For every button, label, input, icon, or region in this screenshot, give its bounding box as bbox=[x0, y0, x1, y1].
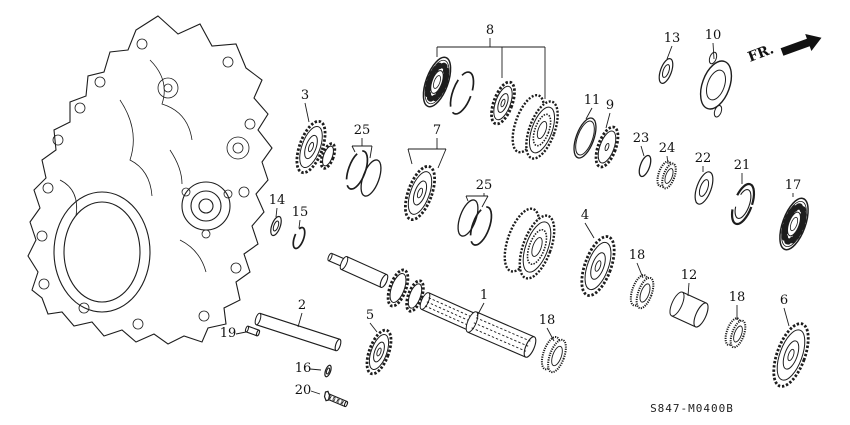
gear-part8 bbox=[490, 80, 516, 126]
snap-ring-part25-1 bbox=[345, 150, 369, 190]
bearing-part24 bbox=[656, 160, 677, 190]
part-callout-14[interactable]: 14 bbox=[269, 193, 286, 208]
part-callout-4[interactable]: 4 bbox=[581, 208, 589, 223]
mainshaft-front bbox=[339, 256, 389, 289]
part-callout-5[interactable]: 5 bbox=[366, 308, 374, 323]
part-callout-13[interactable]: 13 bbox=[664, 31, 681, 46]
synchro-sleeve-part8 bbox=[511, 93, 559, 160]
ring-part25-3 bbox=[457, 199, 479, 237]
bolt-part20 bbox=[323, 390, 349, 408]
part-callout-6[interactable]: 6 bbox=[780, 293, 788, 308]
fr-direction-indicator: FR. bbox=[746, 34, 822, 66]
needle-bearing-part18-1 bbox=[629, 274, 655, 310]
housing-bearing-bore bbox=[198, 198, 214, 214]
gear-part6 bbox=[772, 322, 810, 388]
synchro-ring-part9 bbox=[594, 125, 620, 169]
part-callout-23[interactable]: 23 bbox=[633, 131, 650, 146]
part-callout-18[interactable]: 18 bbox=[729, 290, 746, 305]
mainshaft-spline-end-part1 bbox=[465, 311, 537, 358]
part-callout-18[interactable]: 18 bbox=[629, 248, 646, 263]
part-callout-7[interactable]: 7 bbox=[433, 123, 441, 138]
needle-bearing-part18-3 bbox=[540, 335, 567, 374]
part-callout-3[interactable]: 3 bbox=[301, 88, 309, 103]
washer-part16 bbox=[324, 364, 332, 378]
part-callout-11[interactable]: 11 bbox=[584, 93, 601, 108]
snap-ring-part8 bbox=[449, 71, 475, 115]
fr-label: FR. bbox=[746, 41, 776, 65]
part-callout-1[interactable]: 1 bbox=[480, 288, 488, 303]
part-callout-18[interactable]: 18 bbox=[539, 313, 556, 328]
needle-bearing-part18-2 bbox=[724, 317, 747, 349]
callout-layer: 1234567891011121314151617181818192021222… bbox=[220, 23, 802, 398]
ring-part13 bbox=[658, 58, 674, 84]
synchro-hub-assembly bbox=[503, 207, 556, 280]
part-callout-16[interactable]: 16 bbox=[295, 361, 312, 376]
ring-part23 bbox=[638, 154, 652, 178]
part-callout-21[interactable]: 21 bbox=[734, 158, 751, 173]
mainshaft-gear-small bbox=[405, 279, 425, 313]
ball-bearing-part17 bbox=[779, 197, 809, 251]
part-callout-25[interactable]: 25 bbox=[354, 123, 371, 138]
part-callout-17[interactable]: 17 bbox=[785, 178, 802, 193]
housing-side-opening-inner bbox=[63, 201, 141, 303]
part-callout-10[interactable]: 10 bbox=[705, 28, 722, 43]
housing-side-opening bbox=[53, 191, 151, 313]
mainshaft-gear-large bbox=[386, 268, 410, 308]
ring-part11 bbox=[573, 117, 597, 159]
part-callout-15[interactable]: 15 bbox=[292, 205, 309, 220]
ring-part25-2 bbox=[360, 159, 382, 197]
retainer-plate-part10 bbox=[699, 51, 733, 118]
part-callout-19[interactable]: 19 bbox=[220, 326, 237, 341]
housing-outline bbox=[27, 15, 273, 345]
housing-bearing-bore bbox=[190, 190, 222, 222]
part-callout-25[interactable]: 25 bbox=[476, 178, 493, 193]
ball-bearing-part8 bbox=[422, 56, 452, 108]
part-callout-22[interactable]: 22 bbox=[695, 151, 712, 166]
housing-rib-lines bbox=[59, 59, 207, 273]
gear-part7 bbox=[403, 164, 437, 222]
gear-part5 bbox=[365, 328, 393, 376]
part-callout-9[interactable]: 9 bbox=[606, 98, 614, 113]
transmission-housing bbox=[27, 15, 273, 345]
pin-part19 bbox=[244, 325, 261, 337]
part-callout-20[interactable]: 20 bbox=[295, 383, 312, 398]
parts-layer bbox=[244, 51, 810, 408]
part-callout-8[interactable]: 8 bbox=[486, 23, 494, 38]
snap-ring-part25-4 bbox=[469, 206, 493, 246]
collar-part12 bbox=[669, 291, 709, 328]
part-callout-2[interactable]: 2 bbox=[298, 298, 306, 313]
snap-ring-part15 bbox=[292, 226, 306, 250]
catalog-code: S847-M0400B bbox=[650, 402, 734, 415]
part-callout-12[interactable]: 12 bbox=[681, 268, 698, 283]
shaft-part2 bbox=[254, 312, 342, 352]
washer-part22 bbox=[694, 171, 714, 205]
housing-bolt-holes bbox=[36, 38, 256, 330]
gear-part4 bbox=[580, 235, 616, 297]
part-callout-24[interactable]: 24 bbox=[659, 141, 676, 156]
lock-plate-part21 bbox=[730, 182, 756, 226]
fr-arrow-icon bbox=[780, 34, 822, 56]
gear-part3 bbox=[295, 119, 327, 175]
gear-hub-part3 bbox=[319, 142, 337, 170]
washer-part14 bbox=[270, 215, 282, 237]
